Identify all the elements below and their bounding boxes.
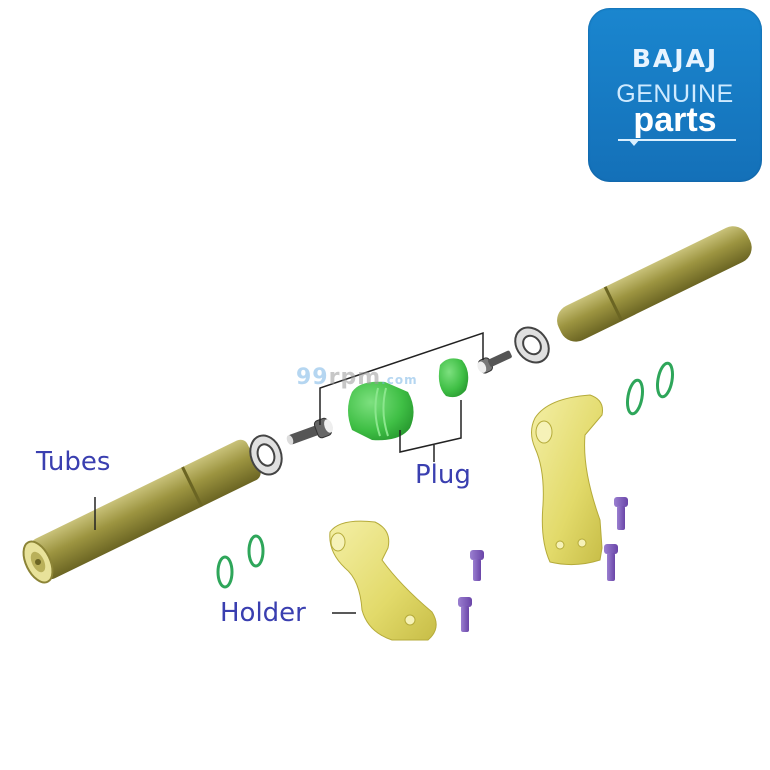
logo-genuine: GENUINE (616, 80, 734, 108)
bolt-3 (614, 497, 628, 530)
holder-left (329, 520, 437, 641)
holder-right (531, 394, 603, 566)
watermark: 99rpm.com (296, 365, 418, 390)
bolt-2 (458, 597, 472, 632)
bolt-4 (604, 544, 618, 581)
connector-lines (94, 331, 484, 614)
logo-underline (618, 139, 736, 141)
o-rings-left (216, 534, 265, 589)
label-tubes: Tubes (36, 447, 111, 477)
watermark-part1: 99 (296, 365, 329, 390)
tube-left (22, 439, 261, 584)
logo-parts: parts (633, 101, 717, 139)
screw-right (477, 350, 512, 374)
o-rings-right (626, 361, 674, 416)
plug-small (438, 358, 469, 398)
washer-right (514, 326, 550, 364)
label-plug: Plug (415, 460, 471, 490)
bolt-1 (470, 550, 484, 581)
bajaj-genuine-parts-logo: BAJAJ GENUINE parts (588, 8, 762, 182)
washer-left (249, 434, 283, 476)
tube-right (557, 226, 752, 342)
screw-left (286, 417, 333, 445)
watermark-part3: .com (381, 373, 418, 387)
plug-large (348, 381, 414, 441)
label-holder: Holder (220, 598, 306, 628)
logo-check-mark-icon (628, 139, 640, 146)
watermark-part2: rpm (328, 365, 382, 390)
logo-brand: BAJAJ (631, 44, 719, 73)
